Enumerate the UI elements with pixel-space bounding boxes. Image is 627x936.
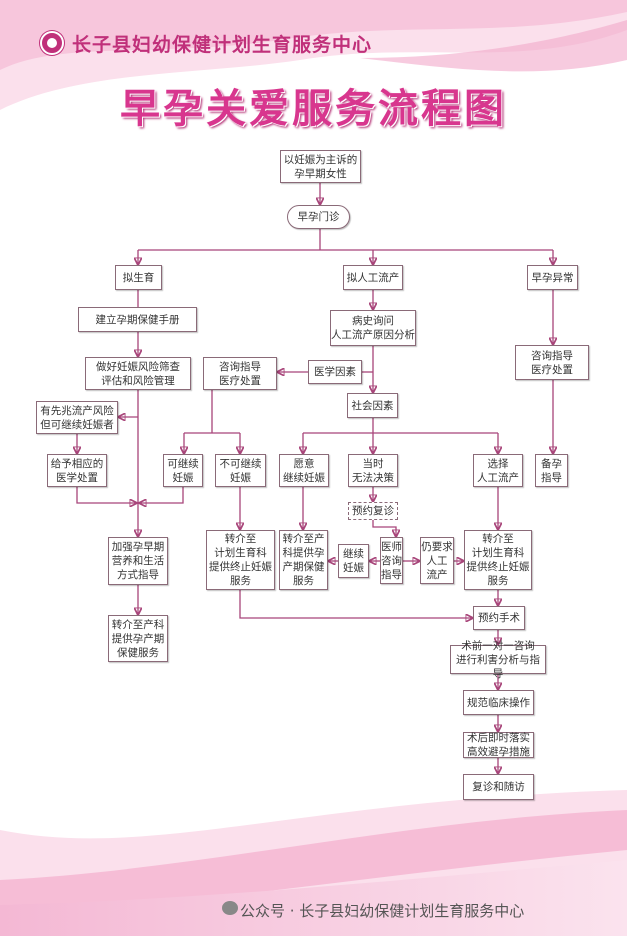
node-can-continue: 可继续 妊娠 bbox=[163, 454, 203, 487]
node-followup-appointment: 预约复诊 bbox=[348, 502, 398, 520]
node-plan-birth: 拟生育 bbox=[115, 265, 162, 290]
node-nutrition-guidance: 加强孕早期 营养和生活 方式指导 bbox=[108, 537, 168, 585]
organization-logo bbox=[40, 31, 64, 55]
node-refer-family-planning-left: 转介至 计划生育科 提供终止妊娠 服务 bbox=[206, 530, 275, 590]
footer-account: 公众号 · 长子县妇幼保健计划生育服务中心 bbox=[240, 902, 525, 920]
node-standard-operation: 规范临床操作 bbox=[463, 690, 534, 715]
node-preop-consult: 术前一对一咨询 进行利害分析与指导 bbox=[450, 640, 546, 680]
node-handbook: 建立孕期保健手册 bbox=[78, 307, 197, 332]
connector bbox=[76, 487, 136, 503]
node-risk-screen: 做好妊娠风险筛查 评估和风险管理 bbox=[85, 357, 191, 390]
node-history: 病史询问 人工流产原因分析 bbox=[330, 310, 416, 346]
node-abnormal: 早孕异常 bbox=[527, 265, 578, 290]
node-medical-factor: 医学因素 bbox=[308, 360, 362, 384]
node-refer-obstetrics-left: 转介至产科 提供孕产期 保健服务 bbox=[108, 615, 168, 662]
node-undecided: 当时 无法决策 bbox=[348, 454, 398, 487]
node-book-surgery: 预约手术 bbox=[473, 606, 525, 630]
node-prep-pregnancy: 备孕 指导 bbox=[535, 454, 568, 487]
node-early-pregnancy-clinic: 早孕门诊 bbox=[287, 205, 350, 229]
wechat-icon bbox=[222, 901, 238, 915]
node-doctor-consult: 医师 咨询 指导 bbox=[380, 537, 403, 584]
organization-name: 长子县妇幼保健计划生育服务中心 bbox=[72, 34, 373, 56]
page-title: 早孕关爱服务流程图 bbox=[120, 86, 507, 132]
node-continue-pregnancy: 继续 妊娠 bbox=[338, 544, 369, 578]
node-refer-obstetrics-mid: 转介至产 科提供孕 产期保健 服务 bbox=[279, 530, 328, 590]
connector bbox=[372, 520, 396, 536]
node-consult-right: 咨询指导 医疗处置 bbox=[515, 345, 589, 380]
node-followup-visit: 复诊和随访 bbox=[463, 774, 534, 800]
node-still-abortion: 仍要求 人工 流产 bbox=[420, 537, 454, 584]
node-medical-treatment: 给予相应的 医学处置 bbox=[47, 454, 107, 487]
connector bbox=[184, 390, 240, 434]
node-choose-abortion: 选择 人工流产 bbox=[473, 454, 523, 487]
node-refer-family-planning-right: 转介至 计划生育科 提供终止妊娠 服务 bbox=[464, 530, 532, 590]
node-start: 以妊娠为主诉的 孕早期女性 bbox=[280, 150, 361, 183]
node-social-factor: 社会因素 bbox=[347, 393, 398, 418]
node-postop-contraception: 术后即时落实 高效避孕措施 bbox=[463, 732, 534, 758]
connector bbox=[138, 229, 553, 251]
connector bbox=[140, 487, 184, 503]
node-willing-continue: 愿意 继续妊娠 bbox=[279, 454, 329, 487]
node-threatened-miscarriage: 有先兆流产风险 但可继续妊娠者 bbox=[36, 401, 118, 434]
node-cannot-continue: 不可继续 妊娠 bbox=[215, 454, 266, 487]
node-consult-mid: 咨询指导 医疗处置 bbox=[203, 357, 277, 390]
node-plan-abortion: 拟人工流产 bbox=[343, 265, 403, 290]
connector bbox=[239, 590, 472, 618]
